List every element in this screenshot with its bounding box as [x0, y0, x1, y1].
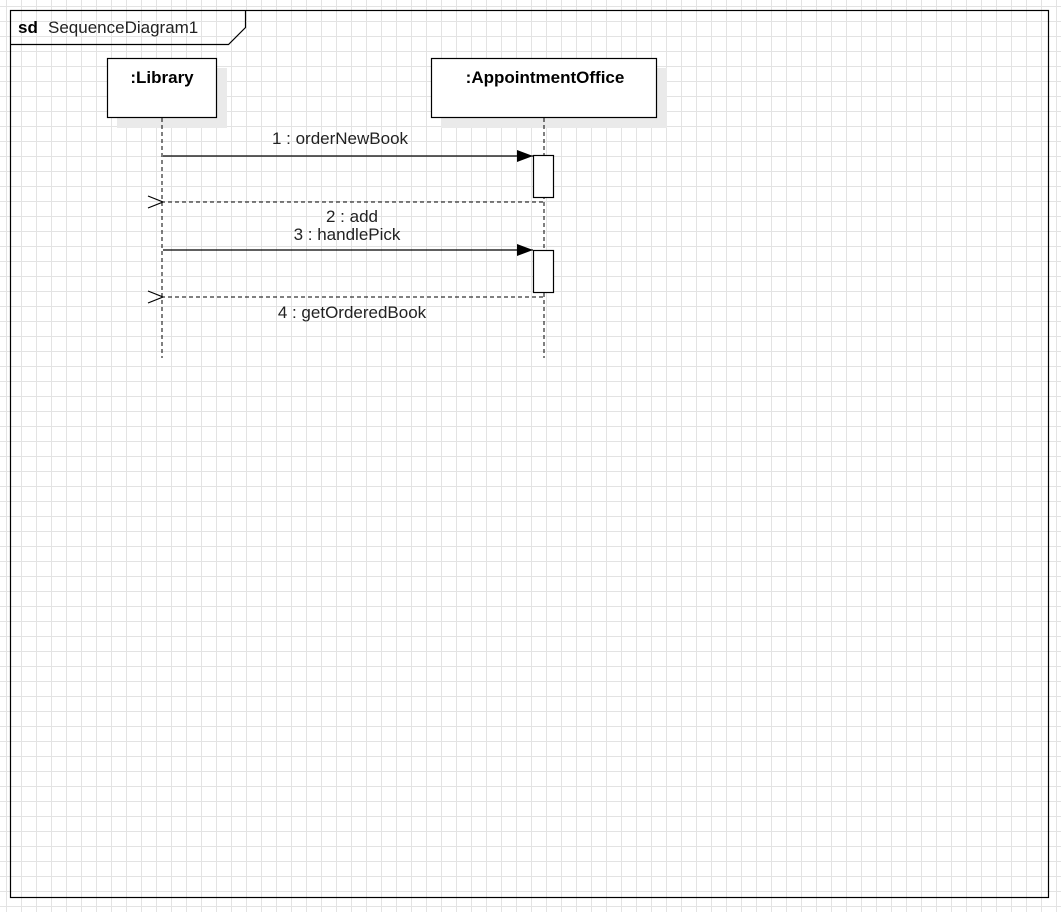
frame-label-tab — [10, 10, 247, 46]
lifeline-name: :AppointmentOffice — [466, 68, 625, 87]
message-order-new-book[interactable]: 1 : orderNewBook — [163, 129, 533, 162]
lifeline-head[interactable] — [106, 57, 218, 119]
lifeline-head[interactable] — [430, 57, 658, 119]
frame-keyword: sd — [18, 18, 38, 37]
message-add[interactable]: 2 : add — [163, 202, 543, 226]
lifeline-library[interactable]: :Library — [106, 57, 228, 359]
message-label: 3 : handlePick — [294, 225, 401, 244]
frame-title: SequenceDiagram1 — [48, 18, 198, 37]
lifeline-appointment-office[interactable]: :AppointmentOffice — [430, 57, 668, 359]
sequence-frame[interactable] — [9, 9, 1050, 899]
message-get-ordered-book[interactable]: 4 : getOrderedBook — [163, 297, 543, 322]
message-handle-pick[interactable]: 3 : handlePick — [163, 225, 533, 256]
lifeline-name: :Library — [130, 68, 194, 87]
message-label: 2 : add — [326, 207, 378, 226]
message-label: 4 : getOrderedBook — [278, 303, 427, 322]
activation-bar[interactable] — [532, 154, 555, 199]
activation-bar[interactable] — [532, 249, 555, 294]
message-label: 1 : orderNewBook — [272, 129, 409, 148]
